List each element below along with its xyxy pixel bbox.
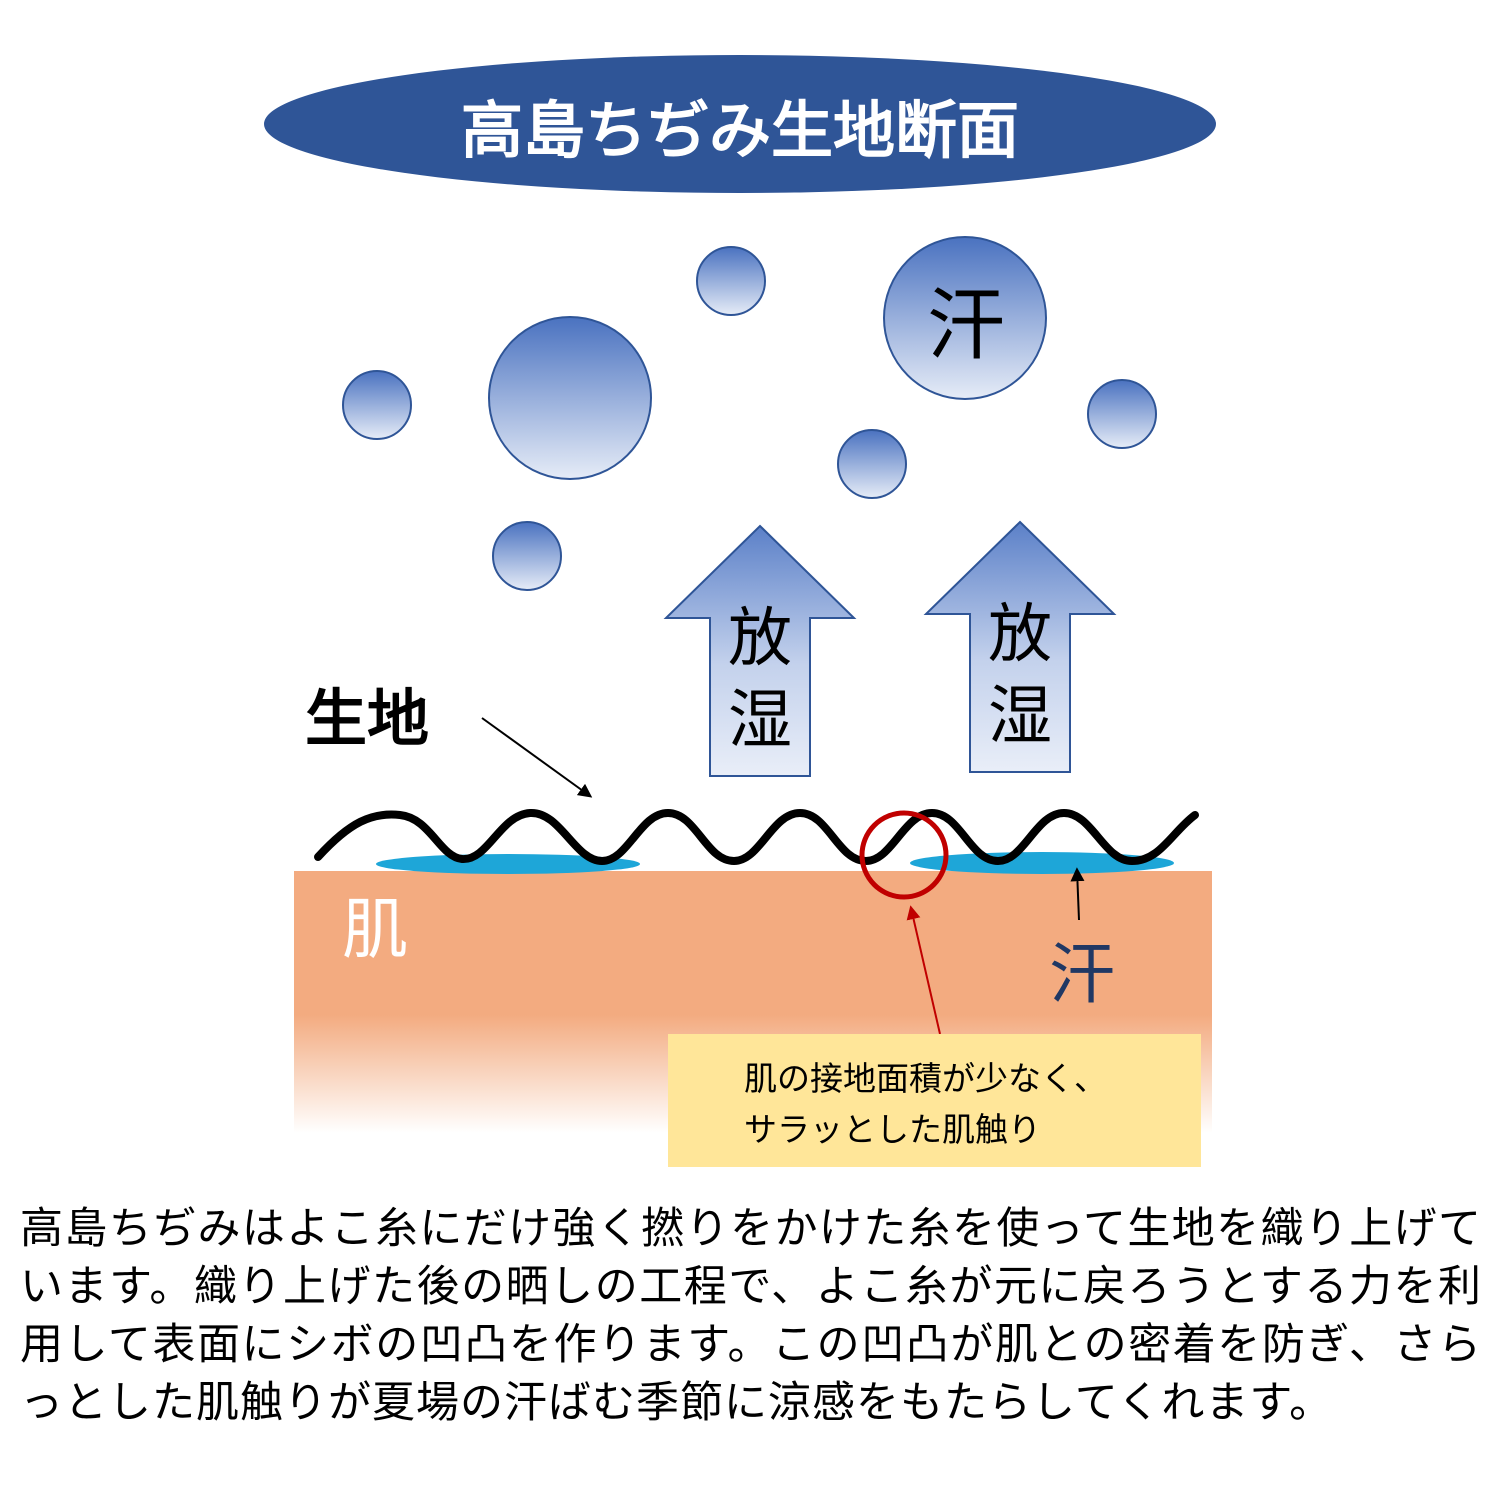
bubble [488,316,652,480]
arrow-left-char2: 湿 [728,684,792,758]
bubble-label: 汗 [927,281,1005,371]
sweat-pointer-arrow [1070,867,1085,921]
bubble [696,246,766,316]
bubble [1087,379,1157,449]
callout-line1: 肌の接地面積が少なく、 [744,1059,1107,1098]
bubble-labeled [883,236,1047,400]
skin-label: 肌 [342,891,408,968]
fabric-pointer-arrow [481,717,593,798]
fabric-label: 生地 [305,682,429,755]
sweat-pool-left [376,854,640,874]
description-paragraph: 高島ちぢみはよこ糸にだけ強く撚りをかけた糸を使って生地を織り上げています。織り上… [20,1204,1482,1428]
moisture-release-arrow-right: 放 湿 [923,520,1117,773]
bubble [342,370,412,440]
sweat-pool-right [910,852,1174,874]
moisture-release-arrow-left: 放 湿 [663,524,857,777]
bubble [492,521,562,591]
contact-pointer-arrow [906,905,941,1035]
fabric-wave [314,809,1199,865]
arrow-left-char1: 放 [728,602,792,676]
bubble [837,429,907,499]
fabric-cross-section-diagram: 高島ちぢみ生地断面 汗 放 湿 放 湿 生地 肌 汗 肌の接地面積が少なく、 [264,55,1216,1167]
sweat-bubbles [342,236,1157,591]
callout-line2: サラッとした肌触り [744,1110,1041,1149]
arrow-right-char1: 放 [988,598,1052,672]
page-title: 高島ちぢみ生地断面 [461,94,1019,167]
sweat-label: 汗 [1049,936,1115,1013]
title-banner: 高島ちぢみ生地断面 [264,55,1216,193]
contact-callout: 肌の接地面積が少なく、 サラッとした肌触り [668,1034,1201,1167]
arrow-right-char2: 湿 [988,680,1052,754]
contact-highlight-circle [859,810,949,900]
